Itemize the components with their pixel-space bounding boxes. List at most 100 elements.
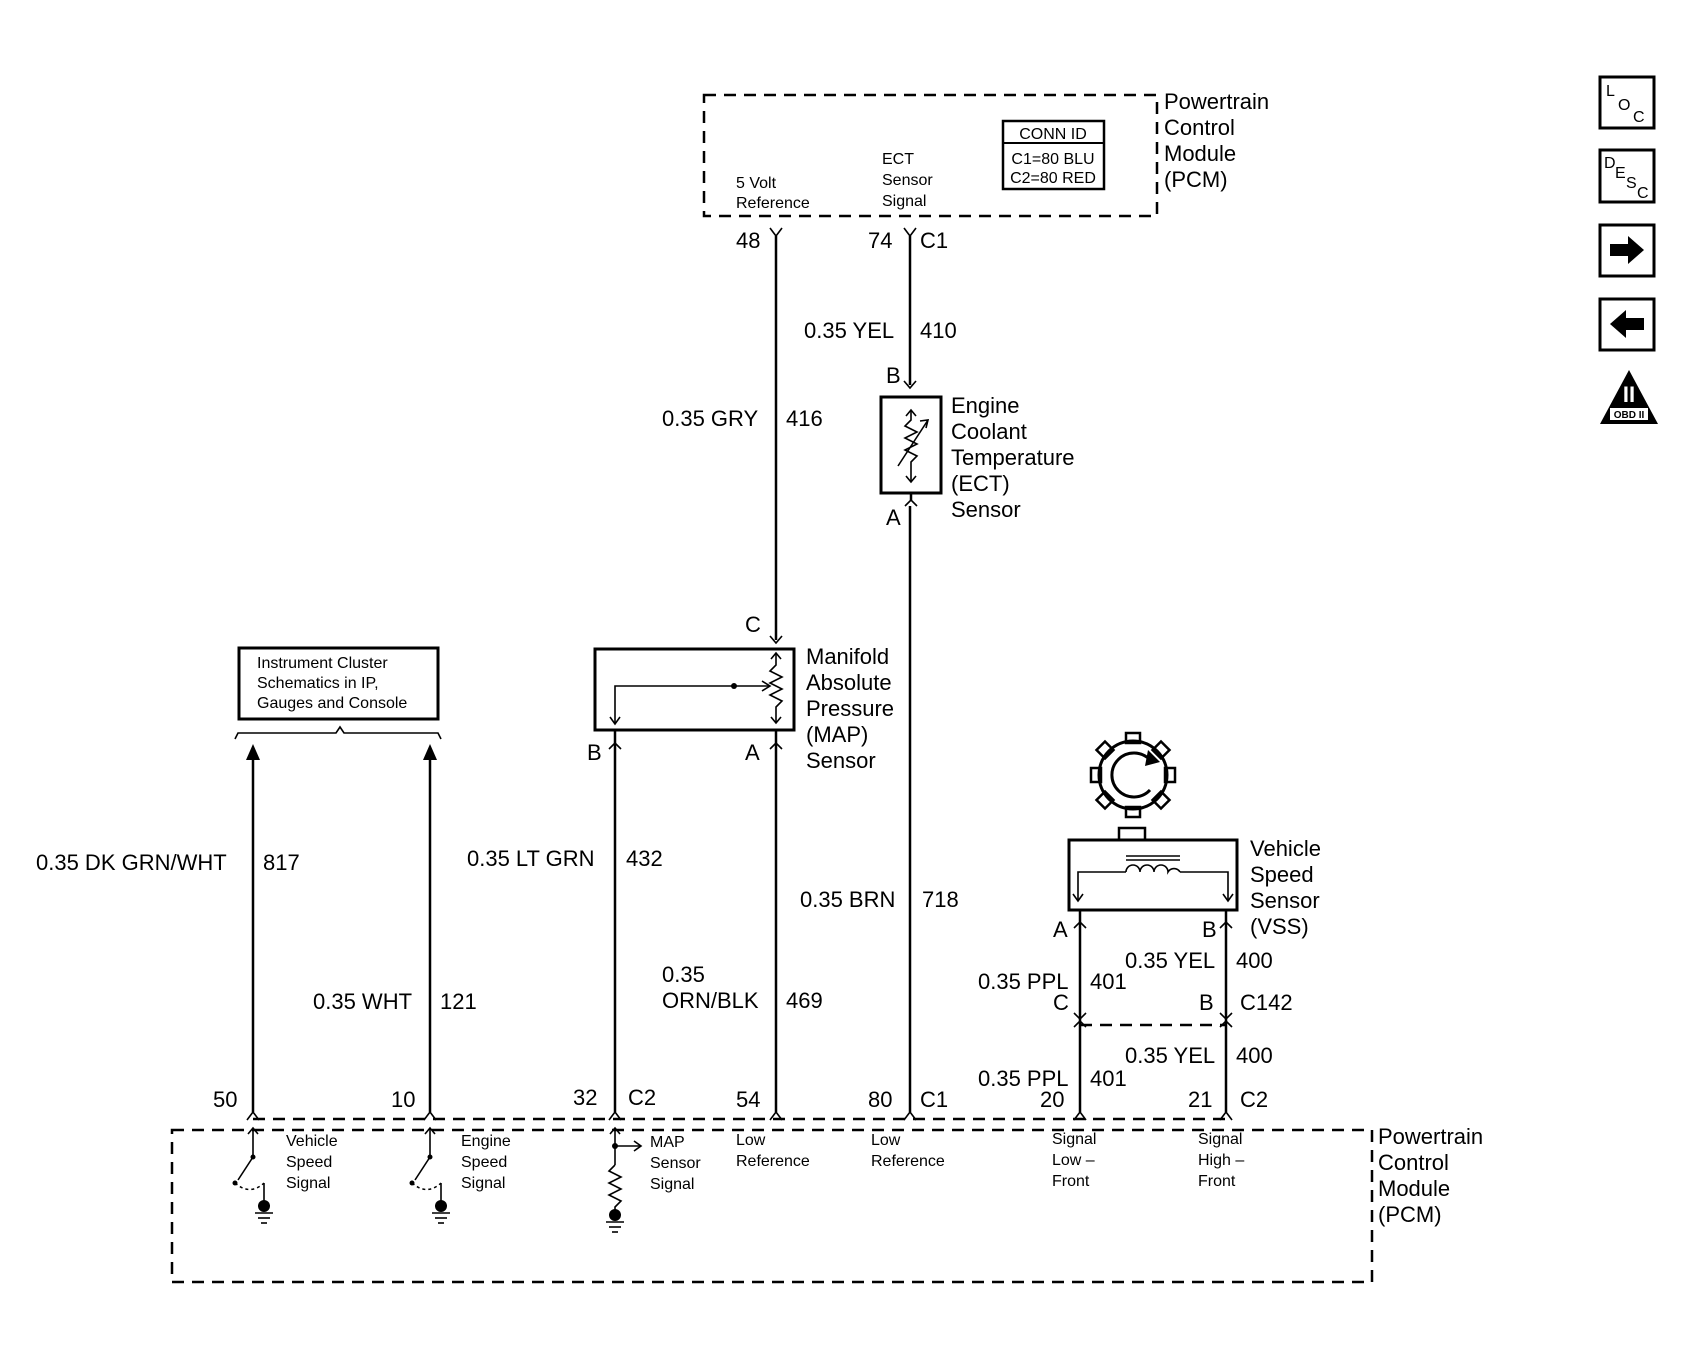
map-pin-a: A <box>745 740 760 765</box>
pcm-bottom: 50 10 32 C2 54 80 C1 20 21 C2 Powertrain… <box>170 1085 1483 1284</box>
conn-id-title: CONN ID <box>1019 126 1087 143</box>
wire-121: 0.35 WHT 121 <box>313 744 477 1112</box>
pcm-top-pin74-label-1: ECT <box>882 151 914 168</box>
pcm-bottom-connector-c2b: C2 <box>1240 1087 1268 1112</box>
instrument-cluster-line-3: Gauges and Console <box>257 695 407 712</box>
vss-title-3: Sensor <box>1250 888 1320 913</box>
pcm-pin20-label-2: Low – <box>1052 1152 1095 1169</box>
pcm-pin32-label-3: Signal <box>650 1176 694 1193</box>
pcm-top-title-2: Control <box>1164 115 1235 140</box>
wire-817-circuit: 817 <box>263 850 300 875</box>
wire-469-circuit: 469 <box>786 988 823 1013</box>
obd-label: OBD II <box>1614 410 1645 421</box>
arrow-right-icon <box>1610 236 1644 264</box>
pcm-bottom-pin54: 54 <box>736 1087 760 1112</box>
pcm-top-pin74-label-2: Sensor <box>882 172 933 189</box>
pcm-pin21-label-2: High – <box>1198 1152 1244 1169</box>
pcm-bottom-pin32: 32 <box>573 1085 597 1110</box>
pcm-top-pin74: 74 <box>868 228 892 253</box>
wire-121-circuit: 121 <box>440 989 477 1014</box>
pcm-pin20-label-3: Front <box>1052 1173 1090 1190</box>
map-title-5: Sensor <box>806 748 876 773</box>
pcm-pin10-label-2: Speed <box>461 1154 507 1171</box>
pcm-top-pin48-label-1: 5 Volt <box>736 175 777 192</box>
pcm-bottom-pin80: 80 <box>868 1087 892 1112</box>
pcm-pin21-label-1: Signal <box>1198 1131 1242 1148</box>
desc-c: C <box>1637 185 1649 202</box>
connector-c142: C B C142 <box>1053 990 1293 1027</box>
c142-name: C142 <box>1240 990 1293 1015</box>
instrument-cluster-reference[interactable]: Instrument Cluster Schematics in IP, Gau… <box>234 646 442 740</box>
pcm-bottom-title-1: Powertrain <box>1378 1124 1483 1149</box>
c142-pin-c: C <box>1053 990 1069 1015</box>
pcm-pin50-label-2: Speed <box>286 1154 332 1171</box>
pcm-top-pin48-label-2: Reference <box>736 195 810 212</box>
pcm-bottom-title-2: Control <box>1378 1150 1449 1175</box>
map-title-1: Manifold <box>806 644 889 669</box>
wire-400-lower-circuit: 400 <box>1236 1043 1273 1068</box>
desc-button[interactable]: D E S C <box>1598 148 1656 204</box>
pcm-top-pin48: 48 <box>736 228 760 253</box>
pcm-bottom-title-3: Module <box>1378 1176 1450 1201</box>
map-title-4: (MAP) <box>806 722 868 747</box>
wire-400-lower-gauge: 0.35 YEL <box>1125 1043 1215 1068</box>
loc-o: O <box>1618 97 1630 114</box>
map-title-2: Absolute <box>806 670 892 695</box>
loc-button[interactable]: L O C <box>1598 75 1656 130</box>
instrument-cluster-line-2: Schematics in IP, <box>257 675 379 692</box>
pcm-top-title-1: Powertrain <box>1164 89 1269 114</box>
wire-469: 0.35 ORN/BLK 469 <box>662 730 823 1112</box>
nav-toolbar: L O C D E S C I <box>1598 75 1658 424</box>
wire-410-circuit: 410 <box>920 318 957 343</box>
ect-title-3: Temperature <box>951 445 1075 470</box>
pcm-top: Powertrain Control Module (PCM) CONN ID … <box>702 89 1269 253</box>
arrow-left-icon <box>1610 310 1644 338</box>
pcm-top-connector-c1: C1 <box>920 228 948 253</box>
wire-400-upper-circuit: 400 <box>1236 948 1273 973</box>
wire-401-upper-circuit: 401 <box>1090 969 1127 994</box>
ect-title-4: (ECT) <box>951 471 1010 496</box>
ect-title-5: Sensor <box>951 497 1021 522</box>
wire-416: 0.35 GRY 416 <box>662 227 823 645</box>
vss-pin-a: A <box>1053 917 1068 942</box>
ect-pin-a: A <box>886 505 901 530</box>
pcm-pin32-label-1: MAP <box>650 1134 685 1151</box>
wire-718-circuit: 718 <box>922 887 959 912</box>
wire-416-circuit: 416 <box>786 406 823 431</box>
pcm-top-pin74-label-3: Signal <box>882 193 926 210</box>
pcm-pin20-label-1: Signal <box>1052 1131 1096 1148</box>
pcm-bottom-pin50: 50 <box>213 1087 237 1112</box>
conn-id-box: CONN ID C1=80 BLU C2=80 RED <box>1001 119 1106 191</box>
ect-title-1: Engine <box>951 393 1020 418</box>
ect-sensor: B A Engine Coolant Temperature (ECT) Sen… <box>879 363 1075 530</box>
vss-pin-b: B <box>1202 917 1217 942</box>
pcm-pin50-label-1: Vehicle <box>286 1133 338 1150</box>
vss-title-4: (VSS) <box>1250 914 1309 939</box>
wire-401-lower-gauge: 0.35 PPL <box>978 1066 1069 1091</box>
loc-c: C <box>1633 109 1645 126</box>
wire-416-gauge: 0.35 GRY <box>662 406 759 431</box>
wire-718-gauge: 0.35 BRN <box>800 887 895 912</box>
instrument-cluster-line-1: Instrument Cluster <box>257 655 388 672</box>
obd-ii-button[interactable]: II OBD II <box>1600 370 1658 424</box>
desc-s: S <box>1626 175 1637 192</box>
pcm-pin80-label-1: Low <box>871 1132 901 1149</box>
wire-817: 0.35 DK GRN/WHT 817 <box>36 744 300 1112</box>
desc-e: E <box>1615 165 1626 182</box>
map-title-3: Pressure <box>806 696 894 721</box>
next-button[interactable] <box>1598 223 1656 278</box>
wire-400: 0.35 YEL 400 0.35 YEL 400 <box>1125 910 1273 1112</box>
map-pin-b: B <box>587 740 602 765</box>
previous-button[interactable] <box>1598 297 1656 352</box>
wire-469-gauge-2: ORN/BLK <box>662 988 759 1013</box>
pcm-pin80-label-2: Reference <box>871 1153 945 1170</box>
vss-sensor: Vehicle Speed Sensor (VSS) A B <box>1053 731 1321 942</box>
pcm-pin54-label-1: Low <box>736 1132 766 1149</box>
pcm-pin50-label-3: Signal <box>286 1175 330 1192</box>
wire-718: 0.35 BRN 718 <box>800 506 959 1112</box>
wire-121-gauge: 0.35 WHT <box>313 989 412 1014</box>
pcm-bottom-connector-c1: C1 <box>920 1087 948 1112</box>
wire-432: 0.35 LT GRN 432 <box>467 730 663 1112</box>
wire-432-gauge: 0.35 LT GRN <box>467 846 595 871</box>
